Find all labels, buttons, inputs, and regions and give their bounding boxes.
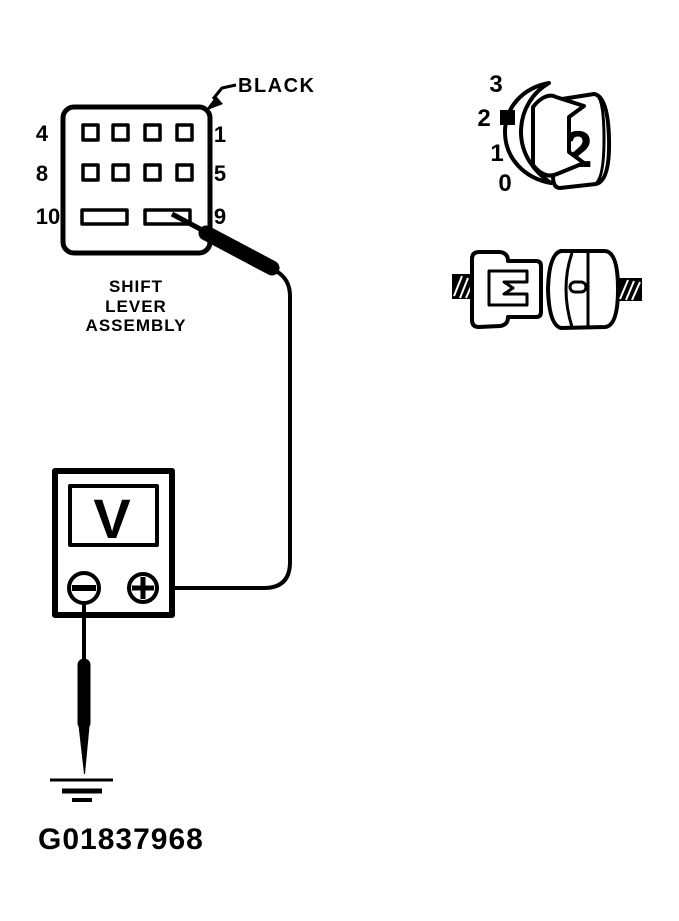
pin-label-1: 1 <box>214 122 226 147</box>
callout-arrowhead-icon <box>205 96 223 111</box>
connector-caption: SHIFT LEVER ASSEMBLY <box>86 277 187 335</box>
connector-pin <box>175 163 194 182</box>
ground-lead <box>50 603 113 802</box>
ground-icon <box>50 778 113 802</box>
pin-label-8: 8 <box>36 161 48 186</box>
selector-position-marker <box>500 110 515 125</box>
right-wire-stub <box>618 278 642 301</box>
connector-pin <box>111 123 130 142</box>
scale-label-3: 3 <box>489 71 502 98</box>
probe-body <box>198 225 280 276</box>
range-selector-knob: 2 3 2 1 0 <box>477 71 612 197</box>
scale-label-0: 0 <box>498 170 511 197</box>
probe-tip <box>170 211 204 233</box>
callout-leader-line <box>211 83 237 100</box>
connector-pin <box>111 163 130 182</box>
connector-pin <box>81 123 100 142</box>
caption-line-1: SHIFT <box>109 277 163 296</box>
pin-label-4: 4 <box>36 121 49 146</box>
pin-label-5: 5 <box>214 161 226 186</box>
voltmeter-display-symbol: V <box>93 487 130 550</box>
connector-pin <box>143 123 162 142</box>
black-wire-label: BLACK <box>238 75 316 97</box>
selector-plate-edge-line <box>594 93 606 186</box>
figure-id: G01837968 <box>38 823 204 856</box>
voltmeter: V <box>52 468 175 618</box>
female-connector-slot <box>568 280 588 294</box>
pin-label-10: 10 <box>36 204 60 229</box>
connector-slot-9 <box>143 208 192 226</box>
connector-slot-10 <box>80 208 129 226</box>
positive-lead-wire <box>158 269 292 590</box>
female-connector-seam-1 <box>564 252 574 328</box>
voltmeter-display <box>68 484 159 547</box>
selector-knob-face <box>531 93 586 178</box>
connector-pin <box>81 163 100 182</box>
plus-icon <box>132 577 154 599</box>
caption-line-3: ASSEMBLY <box>86 316 187 335</box>
pin-label-9: 9 <box>214 204 226 229</box>
scale-label-2: 2 <box>477 105 490 132</box>
scale-label-1: 1 <box>490 140 503 167</box>
inline-connector-pair <box>452 249 642 330</box>
black-wire-callout: BLACK <box>205 75 316 111</box>
connector-pin <box>143 163 162 182</box>
shift-lever-connector: 4 8 10 1 5 9 <box>36 104 226 256</box>
caption-line-2: LEVER <box>105 297 167 316</box>
ground-probe-tip <box>78 721 90 774</box>
positive-probe-lead <box>158 211 292 590</box>
female-connector-body <box>546 249 620 330</box>
connector-pin <box>175 123 194 142</box>
male-connector-latch <box>487 269 529 307</box>
